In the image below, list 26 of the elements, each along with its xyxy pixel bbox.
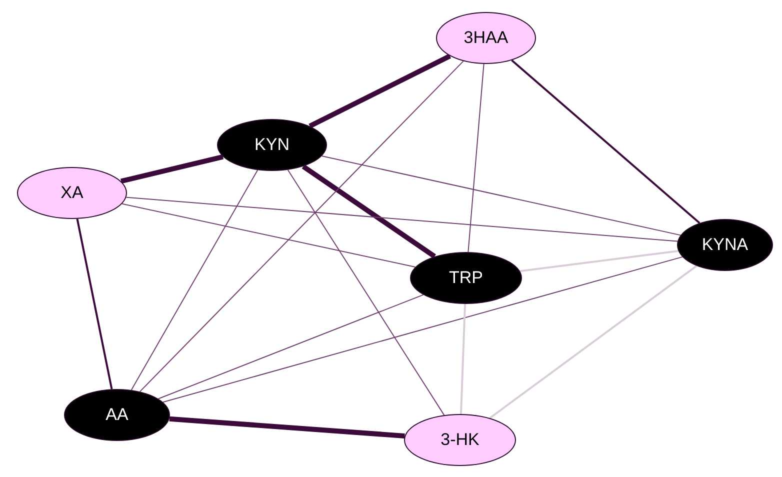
connector-line <box>321 156 682 236</box>
node-label: 3HAA <box>464 28 508 48</box>
connector-line <box>302 164 436 259</box>
connector-line <box>76 218 113 390</box>
connector-line <box>139 60 464 392</box>
node-label: KYNA <box>702 235 748 255</box>
connector-line <box>287 169 445 416</box>
node-label: XA <box>60 183 84 203</box>
node-label: KYN <box>254 135 290 155</box>
connector-line <box>122 203 416 268</box>
connector-line <box>169 416 405 438</box>
node-label: AA <box>106 405 128 425</box>
connector-line <box>130 170 258 390</box>
connector-line <box>489 265 698 419</box>
connector-line <box>162 256 683 403</box>
node-label: TRP <box>449 268 483 288</box>
connector-line <box>120 154 224 184</box>
connector-line <box>308 54 452 128</box>
node-label: 3-HK <box>440 430 480 450</box>
connector-line <box>511 60 700 224</box>
connector-line <box>158 294 424 400</box>
node-ellipse <box>64 389 170 441</box>
connector-line <box>520 250 678 272</box>
connector-line <box>468 63 484 253</box>
connector-line <box>460 304 466 414</box>
connector-line <box>126 196 678 242</box>
